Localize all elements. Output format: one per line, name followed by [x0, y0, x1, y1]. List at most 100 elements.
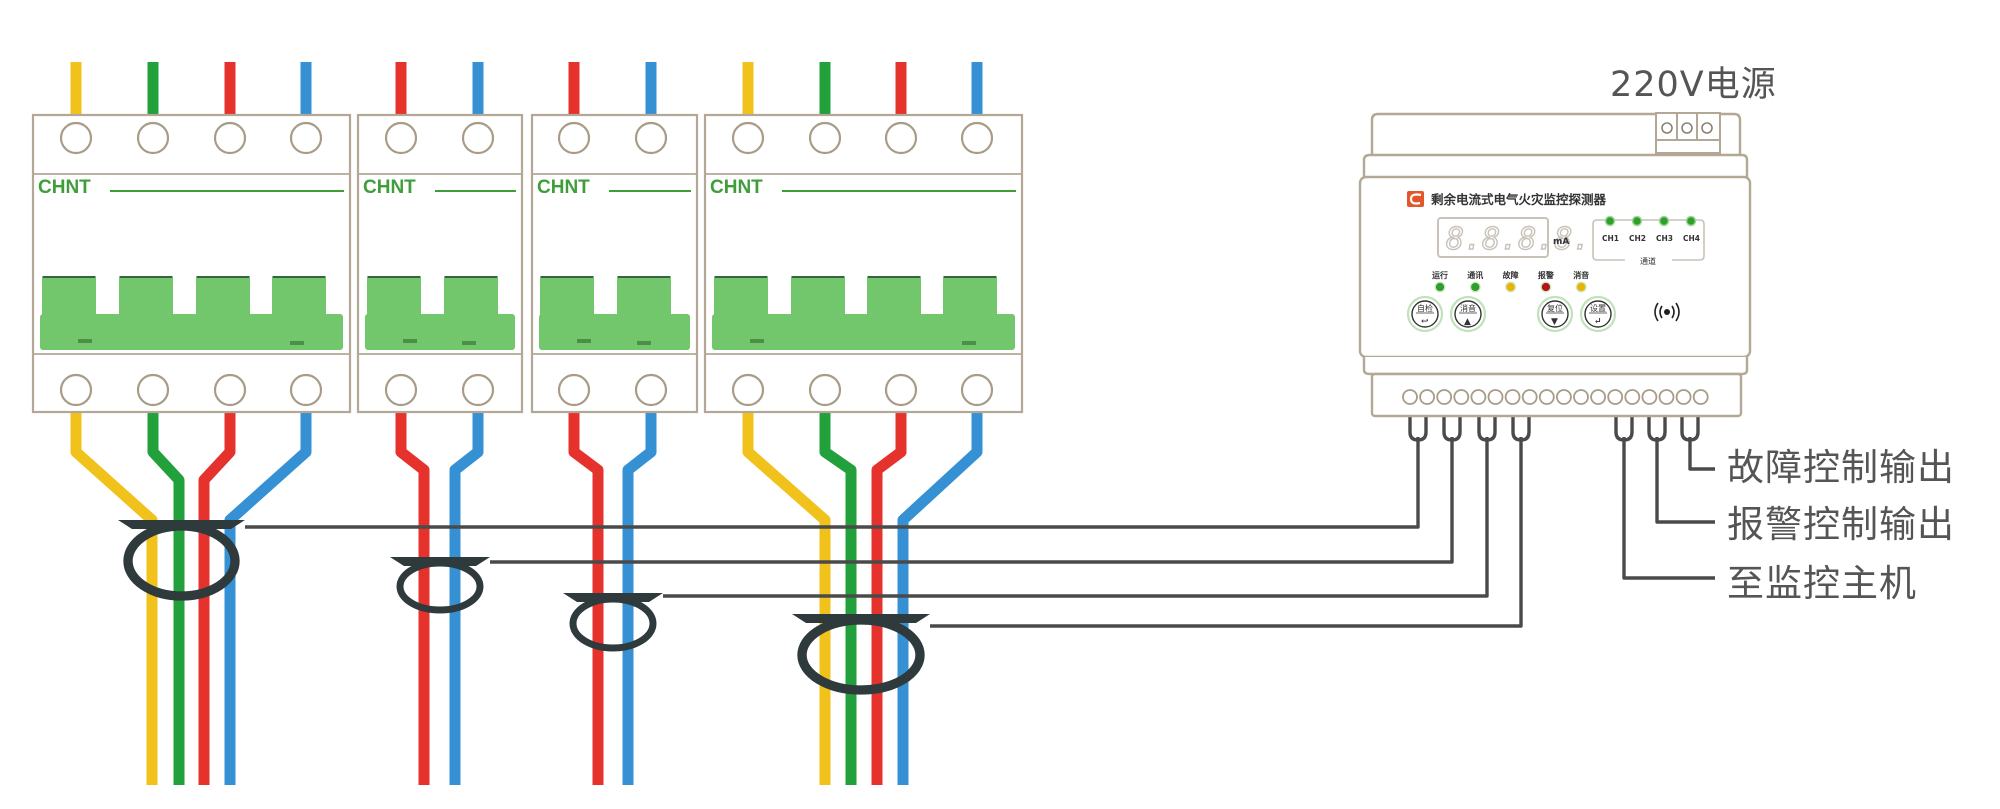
button-label: 消音	[1460, 303, 1476, 313]
panel-button-4[interactable]: 设置↵	[1579, 295, 1617, 333]
ct-top-bar	[390, 557, 490, 566]
channel-group-box	[1592, 219, 1705, 261]
breaker-toggle	[119, 276, 173, 318]
ct-signal-line-1	[245, 437, 1420, 529]
breaker-toggle	[714, 276, 768, 318]
terminal-clip-icon	[1477, 414, 1497, 442]
wire-yellow-bottom	[742, 410, 831, 785]
output-line-2	[1655, 437, 1715, 524]
led-display	[1437, 217, 1549, 258]
breaker-toggle	[943, 276, 997, 318]
power-terminal-block	[1655, 112, 1721, 154]
panel-button-1[interactable]: 自检↩	[1406, 295, 1444, 333]
terminal-screw-icon	[960, 373, 994, 407]
display-value: 8.8.8.8.	[1446, 222, 1591, 257]
handle-notch	[462, 341, 476, 345]
button-symbol-icon: ▲	[1464, 317, 1471, 327]
screw-terminal-icon	[1419, 389, 1435, 405]
wire-red-bottom	[395, 410, 430, 785]
status-indicators: 运行通讯故障报警消音	[1432, 270, 1589, 293]
terminal-screw-icon	[213, 121, 247, 155]
wire-blue-bottom	[897, 410, 983, 785]
channel-label: CH4	[1683, 234, 1700, 243]
device-name: 剩余电流式电气火灾监控探测器	[1431, 192, 1607, 207]
panel-button-2[interactable]: 消音 ▲	[1449, 295, 1487, 333]
display-unit: mA	[1553, 237, 1569, 247]
screw-terminal-icon	[1556, 389, 1572, 405]
button-symbol-icon: ▼	[1551, 317, 1558, 327]
button-face	[1411, 300, 1439, 328]
terminal-screw-icon	[731, 121, 765, 155]
wire-blue-bottom	[449, 410, 484, 785]
terminal-screw-icon	[136, 373, 170, 407]
terminal-clip-icon	[1647, 414, 1667, 442]
button-symbol-icon: ↩	[1421, 317, 1429, 327]
output-line-3	[1622, 437, 1715, 580]
wire-red-bottom	[198, 410, 236, 785]
ct-ring	[396, 559, 484, 614]
screw-terminal-icon	[1692, 389, 1709, 405]
screw-terminal-icon	[1470, 389, 1487, 405]
screw-terminal-icon	[1641, 389, 1658, 405]
wires-layer	[70, 62, 983, 785]
breaker-brand: CHNT	[710, 177, 763, 198]
handle-notch	[78, 339, 92, 343]
breaker-handle-bar	[712, 314, 1015, 350]
handle-notch	[750, 339, 764, 343]
terminal-screw-icon	[808, 121, 842, 155]
breaker-handle-bar	[40, 314, 343, 350]
wireless-signal-icon	[1654, 302, 1680, 322]
button-label: 设置	[1590, 303, 1606, 313]
current-transformers	[118, 520, 930, 695]
terminal-clip-icon	[1614, 414, 1634, 442]
channel-label: CH3	[1656, 234, 1673, 243]
output-line-1	[1688, 437, 1715, 471]
terminal-screw-icon	[557, 373, 591, 407]
terminal-screw-icon	[384, 121, 418, 155]
indicator-label: 运行	[1432, 270, 1448, 280]
screw-terminal-icon	[1521, 389, 1538, 405]
channel-group-label: 通道	[1640, 256, 1656, 266]
ct-top-bar	[118, 520, 245, 529]
breaker-brand: CHNT	[363, 177, 416, 198]
breaker-handle-bar	[365, 314, 515, 350]
terminal-clip-icon	[1408, 414, 1428, 442]
indicator-led-icon	[1434, 281, 1446, 293]
breaker-brand: CHNT	[537, 177, 590, 198]
device-top-housing	[1370, 112, 1742, 155]
monitor-host-label: 至监控主机	[1727, 562, 1917, 605]
button-label: 复位	[1547, 303, 1563, 313]
breaker-toggle	[617, 276, 671, 318]
terminal-screw-icon	[634, 121, 668, 155]
ct-ring	[569, 595, 657, 652]
wire-green-bottom	[819, 410, 857, 785]
ct-top-bar	[792, 614, 930, 623]
terminal-screw-icon	[731, 373, 765, 407]
handle-notch	[637, 341, 651, 345]
breaker-3: CHNT	[530, 113, 699, 414]
terminal-screw-icon	[461, 373, 495, 407]
terminal-clip-icon	[1442, 414, 1462, 442]
panel-button-3[interactable]: 复位 ▼	[1536, 295, 1574, 333]
terminal-screw-icon	[136, 121, 170, 155]
terminal-screw-icon	[884, 373, 918, 407]
indicator-led-icon	[1575, 281, 1587, 293]
power-supply-label: 220V电源	[1610, 65, 1777, 105]
wire-red-bottom	[568, 410, 604, 785]
breaker-4: CHNT	[703, 113, 1024, 414]
terminal-screw-icon	[634, 373, 668, 407]
screw-terminal-icon	[1573, 389, 1589, 405]
indicator-label: 消音	[1573, 270, 1589, 280]
terminal-screw-icon	[59, 121, 93, 155]
terminal-screw-icon	[461, 121, 495, 155]
breakers: CHNT CHNT CHNT CHNT	[31, 113, 1024, 414]
screw-terminal-icon	[1658, 389, 1675, 405]
breaker-brand: CHNT	[38, 177, 91, 198]
terminal-screw-icon	[384, 373, 418, 407]
channel-label: CH1	[1602, 234, 1619, 243]
screw-terminal-icon	[1624, 389, 1641, 405]
breaker-body	[530, 113, 699, 414]
breaker-toggle	[367, 276, 421, 318]
